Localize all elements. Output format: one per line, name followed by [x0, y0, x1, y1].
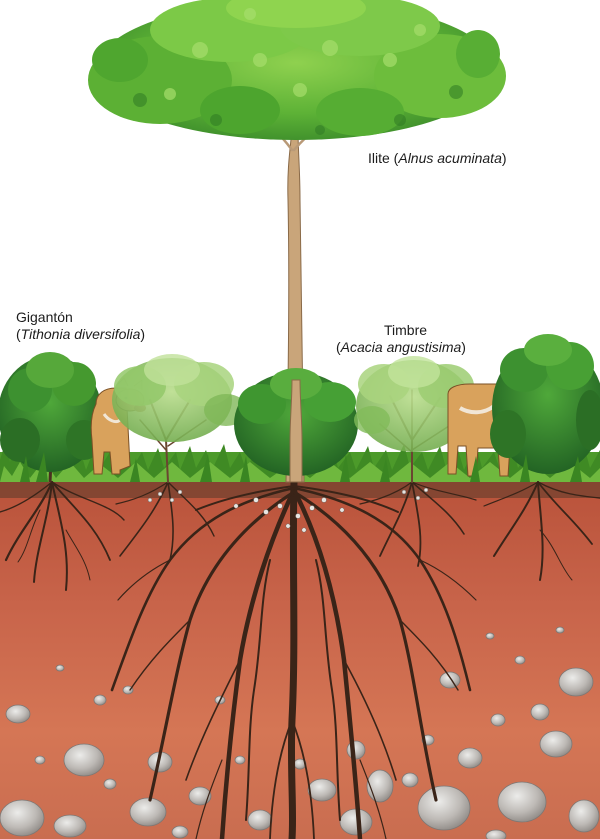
label-timbre-scientific: Acacia angustisima: [340, 339, 462, 355]
label-giganton: Gigantón (Tithonia diversifolia): [16, 309, 146, 342]
center-bush: [234, 368, 358, 483]
right-bush: [490, 334, 600, 474]
label-ilite-scientific: Alnus acuminata: [398, 150, 502, 166]
label-timbre: Timbre (Acacia angustisima): [336, 322, 466, 355]
label-giganton-scientific: Tithonia diversifolia: [20, 326, 141, 342]
label-timbre-common: Timbre: [384, 322, 428, 338]
roots-giganton: [0, 480, 125, 591]
roots-ilite: [110, 478, 477, 839]
roots-shrub-left: [115, 481, 215, 561]
grass-tufts: [20, 452, 582, 482]
root-nodules: [147, 487, 429, 533]
label-ilite: Ilite (Alnus acuminata): [368, 150, 507, 166]
timbre-shrub: [354, 356, 474, 483]
roots-right-bush: [483, 481, 600, 581]
ilite-crown: [88, 0, 506, 140]
label-giganton-common: Gigantón: [16, 309, 73, 325]
stones: [0, 626, 600, 839]
shrub-left: [112, 354, 248, 483]
label-ilite-common: Ilite: [368, 150, 390, 166]
